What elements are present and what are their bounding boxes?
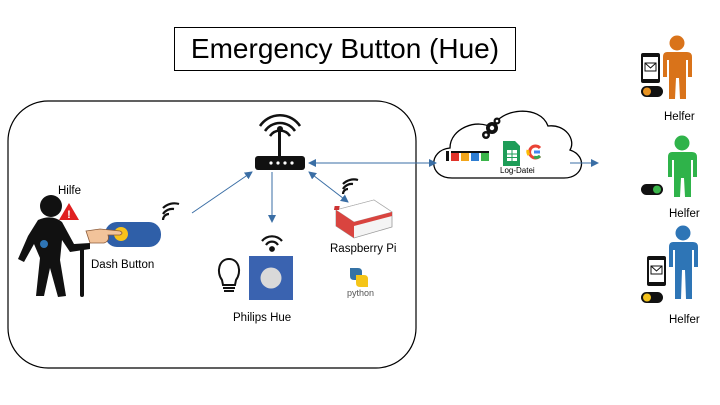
wifi-router-icon bbox=[255, 114, 305, 170]
home-network-boundary bbox=[7, 100, 417, 369]
diagram-title: Emergency Button (Hue) bbox=[174, 27, 516, 71]
helper-2-person-icon bbox=[668, 135, 697, 197]
pi-wireless-signal-icon bbox=[341, 178, 359, 195]
helper-1-toggle-icon bbox=[641, 86, 663, 97]
elderly-person-icon bbox=[18, 195, 90, 297]
hue-bridge-icon bbox=[249, 256, 293, 300]
gears-icon bbox=[482, 117, 501, 139]
philips-hue-label: Philips Hue bbox=[233, 312, 292, 324]
raspberry-pi-icon bbox=[333, 199, 393, 239]
helper-2-toggle-icon bbox=[641, 184, 663, 195]
raspberry-pi-label: Raspberry Pi bbox=[330, 243, 397, 255]
google-sheets-icon bbox=[503, 141, 520, 166]
wifi-icon bbox=[261, 235, 283, 252]
google-logo-icon bbox=[526, 144, 542, 160]
helper-3-person-icon bbox=[669, 225, 698, 299]
helper-1-person-icon bbox=[663, 35, 692, 99]
hilfe-label: Hilfe bbox=[58, 185, 82, 197]
helper-3-label: Helfer bbox=[669, 314, 700, 326]
helper-3-toggle-icon bbox=[641, 292, 663, 303]
python-logo-icon bbox=[350, 268, 368, 287]
helper-3-smartphone-icon bbox=[647, 256, 666, 286]
dash-button-label: Dash Button bbox=[91, 259, 155, 271]
arrow-dash-to-router bbox=[191, 171, 253, 214]
helper-1-smartphone-icon bbox=[641, 53, 660, 83]
lightbulb-icon bbox=[217, 257, 241, 292]
arrow-router-pi bbox=[308, 171, 349, 203]
wireless-signal-icon bbox=[161, 202, 180, 221]
warning-triangle-icon: ! bbox=[59, 203, 79, 221]
log-datei-label: Log-Datei bbox=[500, 166, 535, 175]
python-label: python bbox=[347, 288, 375, 298]
svg-text:!: ! bbox=[67, 209, 71, 221]
helper-2-label: Helfer bbox=[669, 208, 700, 220]
helper-1-label: Helfer bbox=[664, 111, 695, 123]
pointing-hand-icon bbox=[85, 228, 123, 244]
ifttt-logo-icon bbox=[446, 151, 489, 161]
